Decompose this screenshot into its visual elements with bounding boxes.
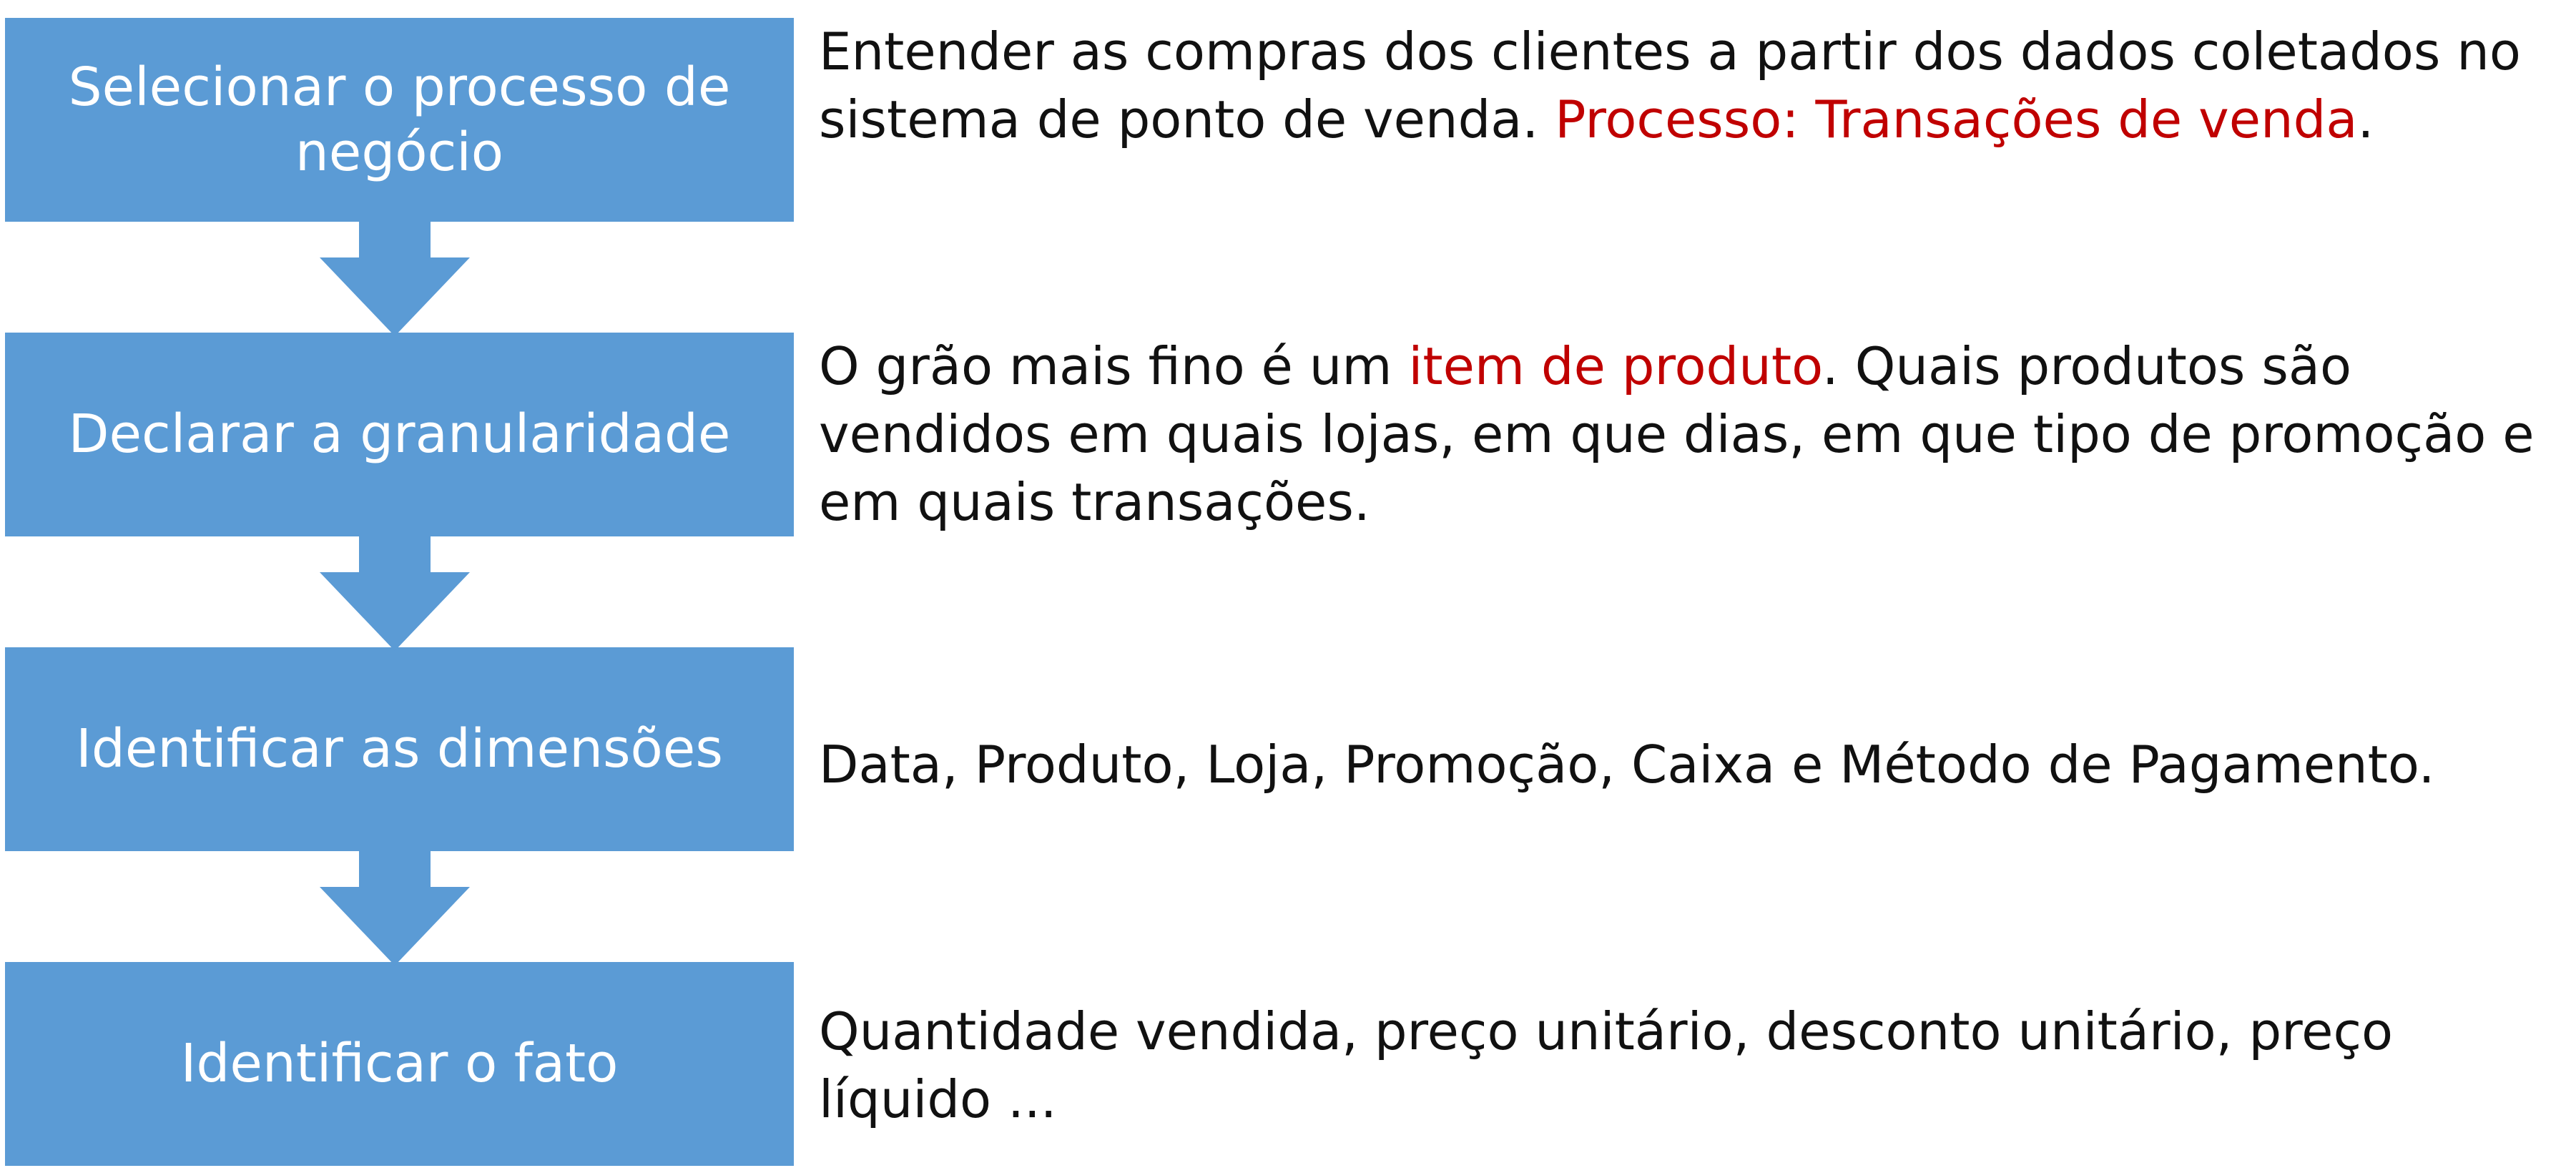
step-description-select-process: Entender as compras dos clientes a parti… [819,21,2521,150]
step-label-identify-fact: Identificar o fato [180,1033,619,1095]
step-description-declare-grain: O grão mais fino é um item de produto. Q… [819,336,2535,533]
step-label-identify-dimensions: Identificar as dimensões [76,718,723,780]
highlight-text: item de produto [1408,336,1822,396]
step-box-identify-fact: Identificar o fato [5,962,794,1166]
step-description-identify-dimensions: Data, Produto, Loja, Promoção, Caixa e M… [819,735,2435,795]
down-arrow-icon [320,222,470,336]
step-label-select-process: Selecionar o processo de negócio [68,57,731,183]
step-description-identify-fact: Quantidade vendida, preço unitário, desc… [819,1001,2394,1130]
step-box-declare-grain: Declarar a granularidade [5,333,794,536]
step-label-declare-grain: Declarar a granularidade [68,403,731,466]
step-box-select-process: Selecionar o processo de negócio [5,18,794,222]
step-box-identify-dimensions: Identificar as dimensões [5,647,794,851]
down-arrow-icon [320,536,470,651]
down-arrow-icon [320,851,470,966]
highlight-text: Processo: Transações de venda [1555,89,2358,150]
